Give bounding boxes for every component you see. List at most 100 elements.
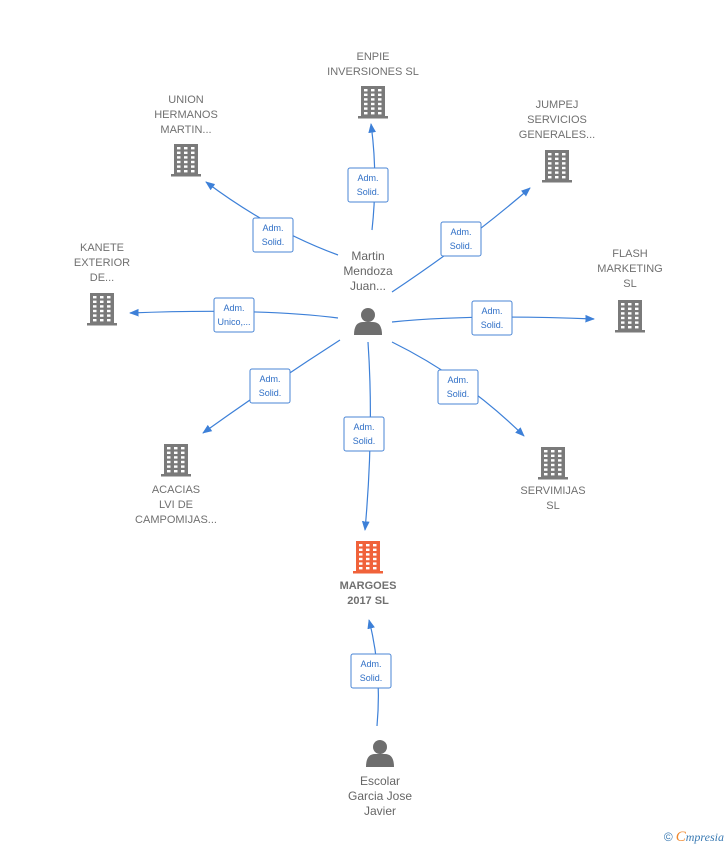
building-icon xyxy=(358,86,388,119)
company-name-line: EXTERIOR xyxy=(74,257,130,269)
company-name-line: MARGOES xyxy=(340,580,397,592)
company-node-flash[interactable]: FLASH MARKETING SL xyxy=(597,248,663,333)
edge-to-servimijas: Adm.Solid. xyxy=(391,341,525,437)
edge-label-line: Adm. xyxy=(481,306,502,316)
edge-label-line: Solid. xyxy=(262,237,285,247)
edge-label: Adm.Solid. xyxy=(450,227,473,251)
company-name-line: SL xyxy=(546,500,559,512)
company-name-line: SL xyxy=(623,278,636,290)
company-node-margoes[interactable]: MARGOES 2017 SL xyxy=(340,541,397,607)
company-name: MARGOES 2017 SL xyxy=(340,580,397,607)
edge-label: Adm.Unico,... xyxy=(217,303,250,327)
company-name-line: 2017 SL xyxy=(347,595,389,607)
brand-initial: C xyxy=(675,829,686,845)
company-name: FLASH MARKETING SL xyxy=(597,248,662,290)
company-node-enpie[interactable]: ENPIE INVERSIONES SL xyxy=(327,51,419,119)
edge-label-line: Solid. xyxy=(357,187,380,197)
company-name-line: MARKETING xyxy=(597,263,662,275)
brand-name: mpresia xyxy=(685,830,724,844)
edge-to-flash: Adm. Solid. xyxy=(391,300,595,336)
building-icon xyxy=(538,447,568,480)
edge-label-line: Adm. xyxy=(357,173,378,183)
building-icon xyxy=(615,300,645,333)
building-icon xyxy=(87,293,117,326)
edge-label-box xyxy=(249,368,291,404)
edge-label: Adm. Solid. xyxy=(360,659,383,683)
person-name-line: Garcia Jose xyxy=(348,789,412,803)
edge-label: Adm. Solid. xyxy=(481,306,504,330)
edge-label-line: Adm. xyxy=(353,422,374,432)
company-name-line: CAMPOMIJAS... xyxy=(135,514,217,526)
company-name-line: KANETE xyxy=(80,242,124,254)
person-name-line: Martin xyxy=(351,249,384,263)
edge-label: Adm. Solid. xyxy=(353,422,376,446)
building-icon xyxy=(542,150,572,183)
edge-label-box xyxy=(350,653,392,689)
person-name-line: Mendoza xyxy=(343,264,393,278)
edge-label-box xyxy=(437,369,479,405)
company-name: KANETE EXTERIOR DE... xyxy=(74,242,130,284)
company-name-line: SERVIMIJAS xyxy=(520,485,585,497)
company-node-acacias[interactable]: ACACIAS LVI DE CAMPOMIJAS... xyxy=(135,444,217,526)
edge-to-kanete: Adm.Unico,... xyxy=(129,297,339,333)
building-icon xyxy=(171,144,201,177)
edge-to-enpie: Adm. Solid. xyxy=(347,123,389,231)
company-name-line: INVERSIONES SL xyxy=(327,66,419,78)
edge-label-line: Adm. xyxy=(360,659,381,669)
edge-label-box xyxy=(213,297,255,333)
edge-label-line: Solid. xyxy=(353,436,376,446)
copyright-symbol: © xyxy=(663,830,673,844)
edge-label-line: Adm. xyxy=(223,303,244,313)
edges-layer: Adm. Solid. Adm. Solid. Adm. Solid. Adm.Unico,… xyxy=(129,123,595,727)
edge-label-box xyxy=(343,416,385,452)
edge-label-box xyxy=(471,300,513,336)
edge-label-line: Solid. xyxy=(259,388,282,398)
building-icon xyxy=(353,541,383,574)
edge-to-union: Adm. Solid. xyxy=(205,181,339,256)
edge-label-line: Solid. xyxy=(360,673,383,683)
company-name-line: SERVICIOS xyxy=(527,114,587,126)
edge-label: Adm. Solid. xyxy=(262,223,285,247)
company-name-line: MARTIN... xyxy=(160,124,211,136)
edge-label-line: Solid. xyxy=(447,389,470,399)
person-name-line: Escolar xyxy=(360,774,400,788)
company-name-line: GENERALES... xyxy=(519,129,595,141)
footer-brand: © Cmpresia xyxy=(664,829,724,846)
edge-label: Adm.Solid. xyxy=(447,375,470,399)
company-name: ACACIAS LVI DE CAMPOMIJAS... xyxy=(135,484,217,526)
company-name-line: DE... xyxy=(90,272,114,284)
company-name-line: FLASH xyxy=(612,248,648,260)
company-name: SERVIMIJAS SL xyxy=(520,485,585,512)
edge-label-box xyxy=(252,217,294,253)
company-name-line: HERMANOS xyxy=(154,109,218,121)
company-name-line: ACACIAS xyxy=(152,484,200,496)
person-icon xyxy=(354,308,382,335)
company-node-kanete[interactable]: KANETE EXTERIOR DE... xyxy=(74,242,130,326)
edge-label-box xyxy=(440,221,482,257)
edge-label-line: Adm. xyxy=(262,223,283,233)
edge-label: Adm.Solid. xyxy=(259,374,282,398)
person-name-line: Javier xyxy=(364,804,396,818)
edge-label-line: Solid. xyxy=(481,320,504,330)
edge-label: Adm. Solid. xyxy=(357,173,380,197)
company-name: ENPIE INVERSIONES SL xyxy=(327,51,419,78)
building-icon xyxy=(161,444,191,477)
edge-label-box xyxy=(347,167,389,203)
company-name-line: LVI DE xyxy=(159,499,193,511)
edge-to-margoes: Adm. Solid. xyxy=(343,341,385,531)
company-node-servimijas[interactable]: SERVIMIJAS SL xyxy=(520,447,586,512)
edge-to-acacias: Adm.Solid. xyxy=(202,339,341,434)
person-name-line: Juan... xyxy=(350,279,386,293)
company-name-line: ENPIE xyxy=(356,51,389,63)
edge-to-jumpej: Adm.Solid. xyxy=(391,187,531,293)
